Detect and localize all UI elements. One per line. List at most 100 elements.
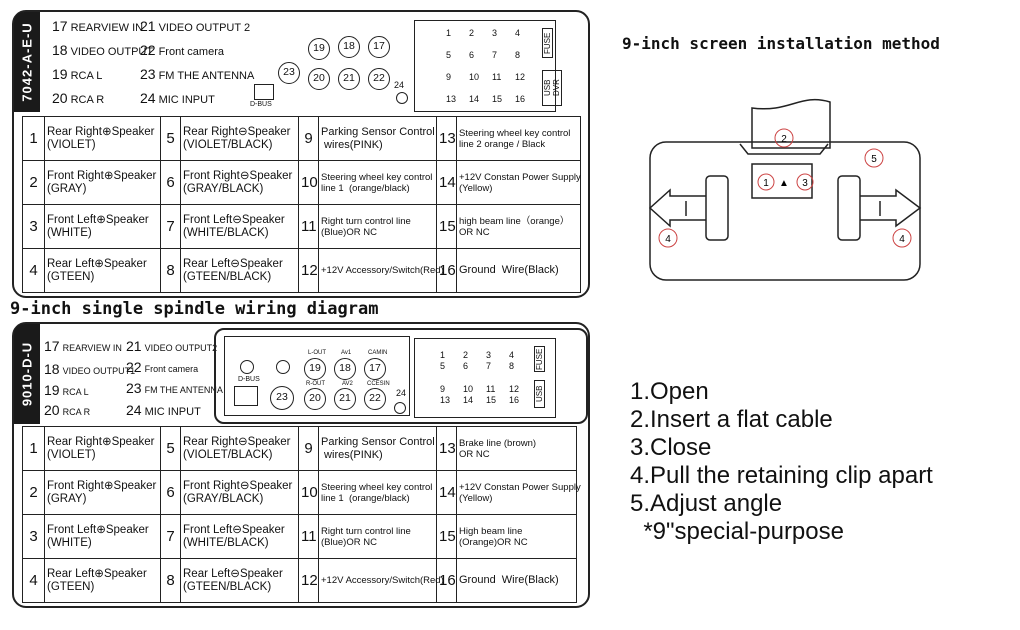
- pin-desc-10: Steering wheel key control line 1 (orang…: [318, 470, 437, 515]
- top-model-label-bar: 7042-A-E-U: [14, 12, 40, 112]
- pin-connector-block: [414, 338, 556, 418]
- pin-num-10: 10: [298, 470, 319, 515]
- pin-desc-16: Ground Wire(Black): [456, 248, 581, 293]
- pin-desc-3: Front Left⊕Speaker (WHITE): [44, 514, 161, 559]
- pin-num-1: 1: [22, 116, 45, 161]
- pin-desc-7: Front Left⊖Speaker (WHITE/BLACK): [180, 204, 299, 249]
- pin-num-2: 2: [22, 470, 45, 515]
- pin-desc-4: Rear Left⊕Speaker (GTEEN): [44, 248, 161, 293]
- pin-num-11: 11: [298, 514, 319, 559]
- connector-18: 18: [338, 36, 360, 58]
- left-clip: [705, 175, 729, 241]
- pin-num-14: 14: [436, 470, 457, 515]
- pin-desc-8: Rear Left⊖Speaker (GTEEN/BLACK): [180, 248, 299, 293]
- connector-24-label: 24: [396, 388, 407, 398]
- callout-2: 2: [781, 134, 787, 145]
- pin-num-15: 15: [436, 514, 457, 559]
- connector-inner: [224, 336, 410, 416]
- tag-camin: CAMIN: [368, 350, 388, 356]
- pin-num-11: 11: [298, 204, 319, 249]
- pin-desc-16: Ground Wire(Black): [456, 558, 577, 603]
- pin-desc-13: Steering wheel key control line 2 orange…: [456, 116, 581, 161]
- pin-num-5: 5: [160, 426, 181, 471]
- pin-num-8: 8: [160, 248, 181, 293]
- pin-desc-9: Parking Sensor Control wires(PINK): [318, 116, 437, 161]
- connector-22: 22: [368, 68, 390, 90]
- right-arrow: [860, 188, 922, 228]
- connector-20: 20: [304, 388, 326, 410]
- pin-num-15: 15: [436, 204, 457, 249]
- connector-24-label: 24: [394, 80, 405, 90]
- connector-23: 23: [270, 386, 294, 410]
- dbus-label: D-BUS: [238, 376, 260, 383]
- callout-1: 1: [763, 178, 769, 189]
- tag-av2: AV2: [342, 381, 353, 387]
- connector-23: 23: [278, 62, 300, 84]
- pin-num-3: 3: [22, 204, 45, 249]
- connector-21: 21: [338, 68, 360, 90]
- pin-desc-11: Right turn control line (Blue)OR NC: [318, 514, 437, 559]
- pin-desc-9: Parking Sensor Control wires(PINK): [318, 426, 437, 471]
- connector-21: 21: [334, 388, 356, 410]
- pin-num-13: 13: [436, 116, 457, 161]
- pin-desc-10: Steering wheel key control line 1 (orang…: [318, 160, 437, 205]
- pin-desc-5: Rear Right⊖Speaker (VIOLET/BLACK): [180, 116, 299, 161]
- pin-desc-14: +12V Constan Power Supply (Yellow): [456, 470, 581, 515]
- step-5: 5.Adjust angle: [630, 490, 783, 517]
- pin-num-14: 14: [436, 160, 457, 205]
- step-3: 3.Close: [630, 434, 712, 461]
- pin-desc-7: Front Left⊖Speaker (WHITE/BLACK): [180, 514, 299, 559]
- usb-label: USB: [534, 380, 545, 408]
- pin-num-2: 2: [22, 160, 45, 205]
- pin-desc-3: Front Left⊕Speaker (WHITE): [44, 204, 161, 249]
- pin-num-16: 16: [436, 558, 457, 603]
- dbus-label: D-BUS: [250, 101, 272, 108]
- connector-socket: [751, 163, 813, 199]
- connector-20: 20: [308, 68, 330, 90]
- callout-4-right: 4: [899, 234, 905, 245]
- step-2: 2.Insert a flat cable: [630, 406, 833, 433]
- wiring-diagram-caption: 9-inch single spindle wiring diagram: [10, 299, 379, 319]
- connector-19: 19: [308, 38, 330, 60]
- callout-5: 5: [871, 154, 877, 165]
- pin-num-12: 12: [298, 248, 319, 293]
- connector-19: 19: [304, 358, 326, 380]
- connector-18: 18: [334, 358, 356, 380]
- pin-desc-8: Rear Left⊖Speaker (GTEEN/BLACK): [180, 558, 299, 603]
- pin-desc-14: +12V Constan Power Supply (Yellow): [456, 160, 581, 205]
- pin-num-8: 8: [160, 558, 181, 603]
- step-4: 4.Pull the retaining clip apart: [630, 462, 933, 489]
- model-label: 9010-D-U: [19, 341, 35, 407]
- tag-ccesin: CCESIN: [367, 381, 390, 387]
- installation-diagram: ▲ 1 2 3 4 4 5: [648, 98, 922, 281]
- usb-dvr-label: USB DVR: [542, 70, 562, 106]
- pin-desc-6: Front Right⊖Speaker (GRAY/BLACK): [180, 160, 299, 205]
- right-clip: [837, 175, 861, 241]
- pin-num-9: 9: [298, 116, 319, 161]
- pin-num-9: 9: [298, 426, 319, 471]
- pin-desc-2: Front Right⊕Speaker (GRAY): [44, 470, 161, 515]
- tag-r-out: R-OUT: [306, 381, 325, 387]
- pin-num-6: 6: [160, 160, 181, 205]
- pin-desc-15: high beam line（orange） OR NC: [456, 204, 581, 249]
- pin-num-10: 10: [298, 160, 319, 205]
- model-label: 7042-A-E-U: [19, 22, 35, 102]
